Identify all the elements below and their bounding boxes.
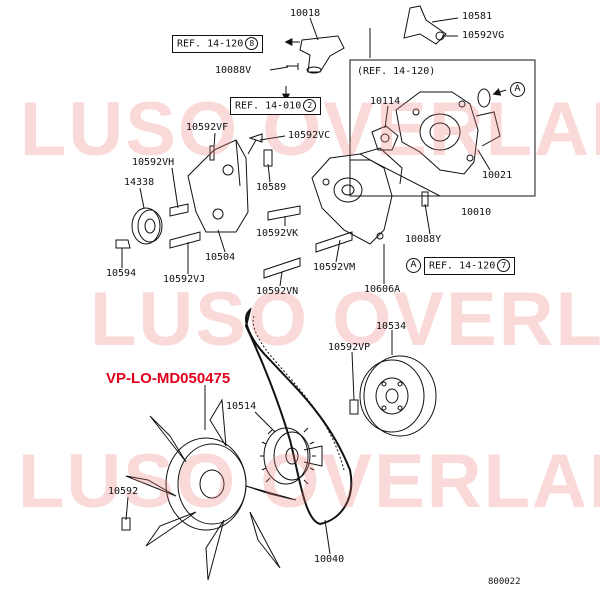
leader-10581: [431, 17, 459, 23]
leader-10088y: [424, 203, 431, 235]
part-cooling-fan: [125, 398, 297, 581]
leader-10592vc: [259, 135, 286, 141]
part-bolt-10592vk: [267, 205, 301, 221]
ref-arrow-a: [492, 88, 507, 96]
callout-10504: 10504: [205, 252, 236, 263]
callout-10592vf: 10592VF: [186, 122, 229, 133]
callout-10592vj: 10592VJ: [163, 274, 206, 285]
callout-14338: 14338: [124, 177, 155, 188]
leader-14338: [139, 187, 145, 209]
leader-10514: [254, 411, 276, 433]
part-front-case-10606a: [311, 147, 403, 245]
callout-10606a: 10606A: [364, 284, 401, 295]
callout-10594: 10594: [106, 268, 137, 279]
part-gasket-10114: [371, 125, 399, 151]
part-bolt-10592vj: [169, 231, 201, 249]
callout-10592vc: 10592VC: [288, 130, 331, 141]
group-connector: [349, 160, 455, 197]
part-bolt-10592vf: [209, 145, 215, 161]
part-bolt-10088v: [286, 63, 299, 70]
part-bolt-10592vc: [247, 133, 263, 155]
callout-10592vp: 10592VP: [328, 342, 371, 353]
part-bolt-10592vm: [315, 231, 353, 253]
leader-10114: [384, 105, 389, 129]
callout-10040: 10040: [314, 554, 345, 565]
part-bolt-10589: [263, 149, 273, 167]
ref-label-14-120: (REF. 14-120): [357, 66, 436, 77]
part-bolt-10592vp: [349, 399, 359, 415]
callout-10592vn: 10592VN: [256, 286, 299, 297]
part-bolt-10592: [121, 517, 131, 531]
callout-10088y: 10088Y: [405, 234, 442, 245]
callout-10088v: 10088V: [215, 65, 252, 76]
part-code: VP-LO-MD050475: [106, 370, 231, 387]
part-bolt-10592vn: [263, 257, 301, 279]
part-bracket-10581: [403, 5, 447, 45]
part-v-belt-10040: [244, 307, 353, 526]
leader-10592vm: [335, 239, 341, 263]
callout-10589: 10589: [256, 182, 287, 193]
callout-10581: 10581: [462, 11, 493, 22]
part-idler-pulley-14338: [131, 207, 163, 245]
part-fan-clutch-10514: [260, 427, 323, 485]
callout-10592vk: 10592VK: [256, 228, 299, 239]
part-bolt-10088y: [421, 191, 429, 207]
part-nut-10594: [115, 239, 131, 249]
part-bracket-10504: [187, 139, 249, 233]
connector-a: A: [510, 82, 525, 97]
callout-10592vm: 10592VM: [313, 262, 356, 273]
part-water-pump-10021: [395, 91, 501, 175]
leader-10592vp: [351, 351, 355, 401]
callout-10018: 10018: [290, 8, 321, 19]
leader-10592vn: [279, 271, 283, 287]
callout-10592vg: 10592VG: [462, 30, 505, 41]
diagram-number: 800022: [488, 577, 521, 587]
callout-10010: 10010: [461, 207, 492, 218]
part-pulley-10534: [359, 355, 437, 437]
part-o-ring: [477, 88, 491, 108]
leader-10040: [324, 519, 331, 555]
leader-10589: [267, 163, 271, 183]
callout-10534: 10534: [376, 321, 407, 332]
part-bolt-10592vh: [169, 203, 189, 217]
callout-10114: 10114: [370, 96, 401, 107]
leader-10592: [125, 496, 129, 521]
callout-10514: 10514: [226, 401, 257, 412]
connector-a: A: [406, 258, 421, 273]
leader-10088v: [269, 66, 289, 71]
leader-10504: [217, 229, 226, 253]
part-outlet: [299, 35, 345, 73]
leader-10592vh: [171, 167, 179, 209]
callout-10592: 10592: [108, 486, 139, 497]
callout-10021: 10021: [482, 170, 513, 181]
callout-10592vh: 10592VH: [132, 157, 175, 168]
leader-10018: [309, 17, 319, 41]
leader-10021: [477, 149, 491, 171]
